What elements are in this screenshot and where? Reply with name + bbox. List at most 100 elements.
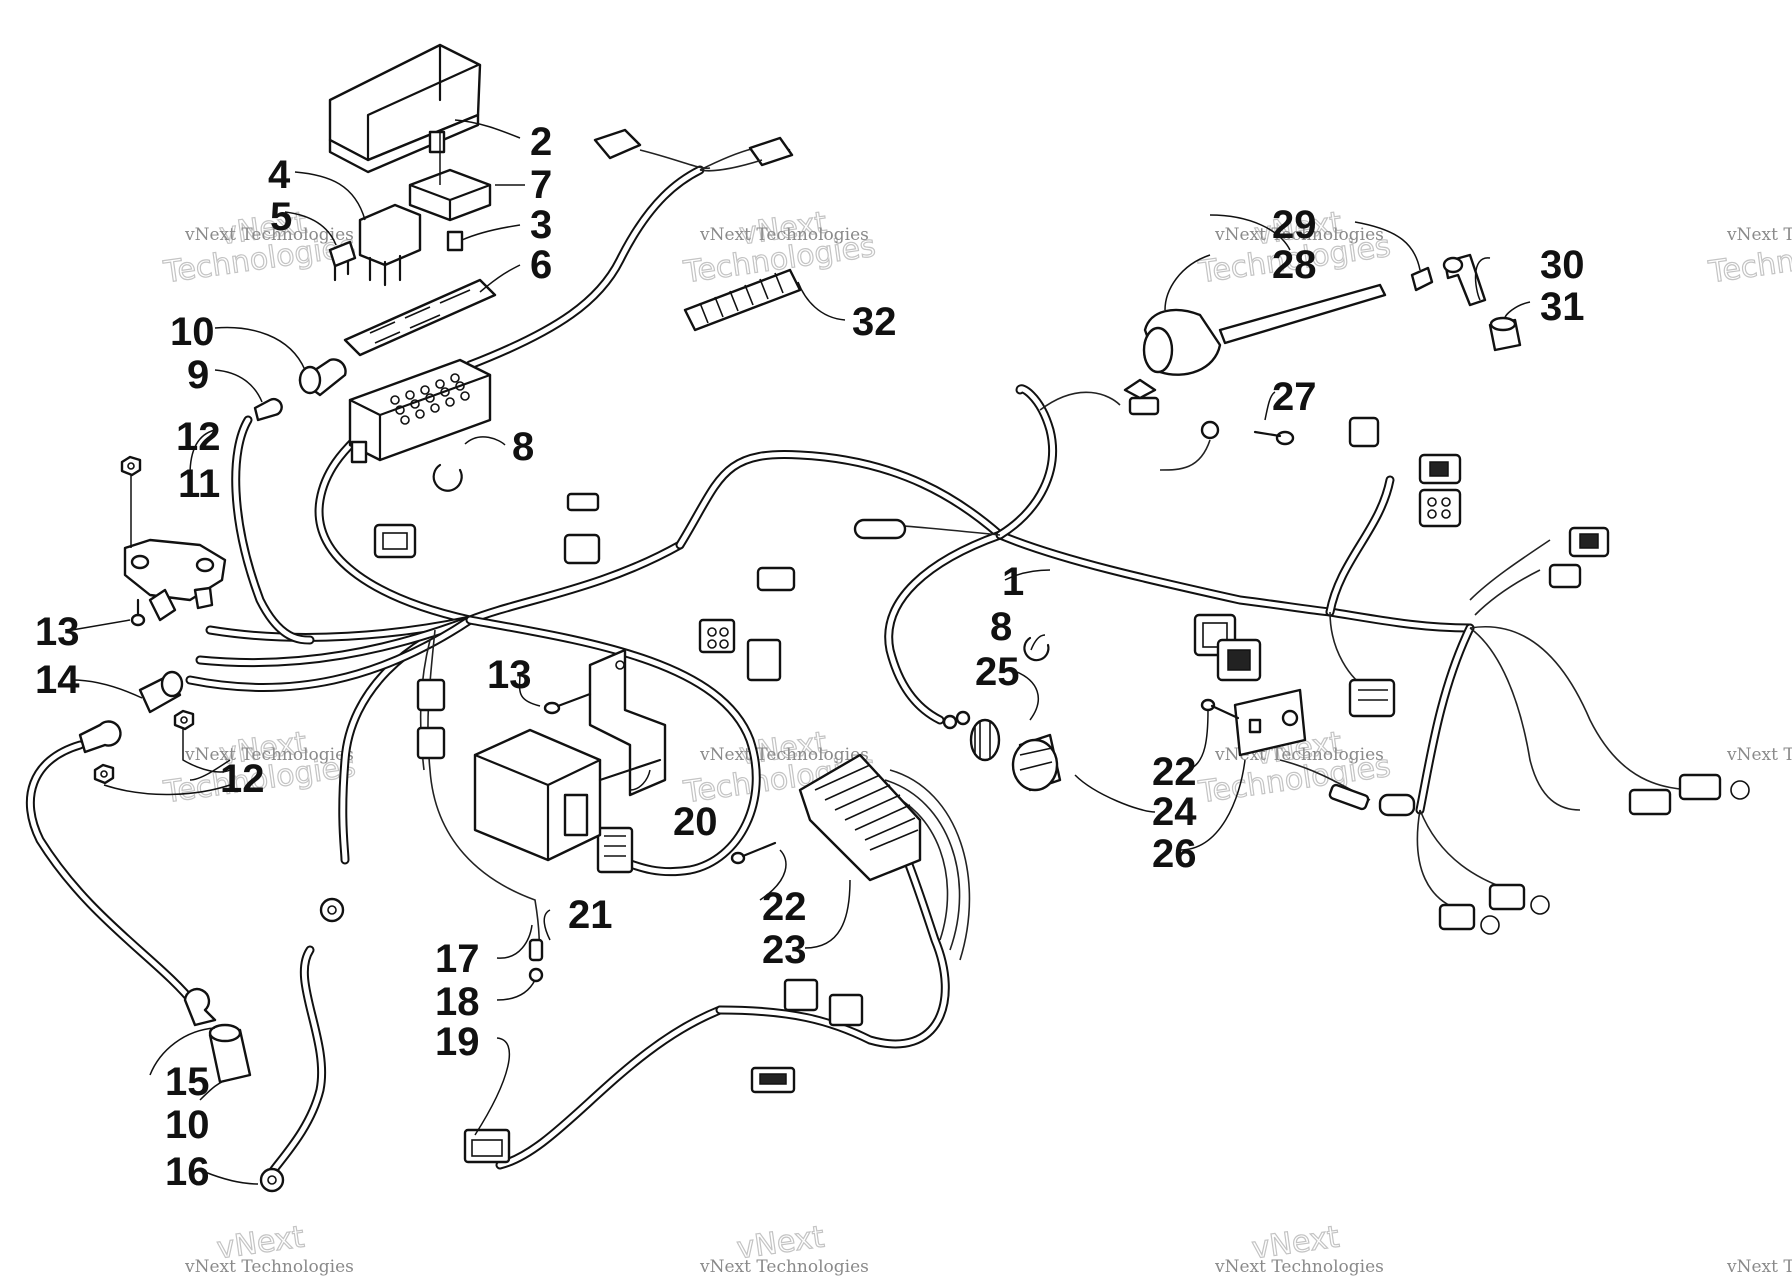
spark-plug-boot xyxy=(1488,316,1522,352)
screw xyxy=(543,692,592,715)
connector xyxy=(416,678,446,712)
callout-12-bottom: 12 xyxy=(220,757,265,801)
hex-nut xyxy=(173,709,195,731)
harness-clip xyxy=(432,463,463,492)
callout-13-left: 13 xyxy=(35,610,80,654)
wire-terminal xyxy=(528,938,544,983)
callout-18: 18 xyxy=(435,980,480,1024)
plug xyxy=(1328,783,1370,811)
watermark-text: vNext Technologies xyxy=(1726,225,1792,245)
mounting-bracket xyxy=(588,648,667,797)
terminal-boot xyxy=(298,358,347,397)
callout-4: 4 xyxy=(268,153,291,197)
connector xyxy=(1628,788,1672,816)
ground-terminal xyxy=(319,897,345,923)
switch-plate xyxy=(1233,688,1307,757)
leader-lines xyxy=(71,119,1531,1185)
callout-8-top: 8 xyxy=(512,425,534,469)
connector xyxy=(1216,638,1262,682)
watermark-text: vNext Technologies xyxy=(184,225,354,245)
callout-5: 5 xyxy=(270,195,292,239)
callout-7: 7 xyxy=(530,163,552,207)
connector xyxy=(1438,903,1500,935)
callout-28: 28 xyxy=(1272,243,1317,287)
connector xyxy=(1418,453,1462,485)
connector xyxy=(750,1066,796,1094)
connector xyxy=(1418,488,1462,528)
battery-terminal-positive xyxy=(78,720,122,754)
connector xyxy=(1348,416,1380,448)
callout-17: 17 xyxy=(435,937,480,981)
harness-branch xyxy=(465,165,705,370)
callout-29: 29 xyxy=(1272,203,1317,247)
hex-nut xyxy=(93,763,115,785)
connector xyxy=(698,618,736,654)
starter-solenoid xyxy=(123,538,227,622)
connector xyxy=(373,523,417,559)
battery-terminal xyxy=(183,987,217,1027)
callout-16: 16 xyxy=(165,1150,210,1194)
callouts: 1 2 3 4 5 6 7 8 8 9 10 10 11 12 12 13 13… xyxy=(35,120,1585,1194)
connector xyxy=(1568,526,1610,558)
screw xyxy=(1253,430,1295,446)
fuse-label-card xyxy=(343,278,497,357)
connector xyxy=(566,492,600,512)
callout-26: 26 xyxy=(1152,832,1197,876)
wire-terminal xyxy=(942,710,971,730)
callout-10-top: 10 xyxy=(170,310,215,354)
watermark-text: vNext Technologies xyxy=(1726,1257,1792,1277)
cdi-module xyxy=(473,728,602,862)
ring-terminal xyxy=(253,397,283,422)
watermark-text: vNext Technologies xyxy=(184,1257,354,1277)
connector xyxy=(828,993,864,1027)
connector xyxy=(1678,773,1750,801)
battery-terminal-negative xyxy=(259,1167,285,1193)
callout-22-center: 22 xyxy=(762,885,807,929)
watermark-text: vNext Technologies xyxy=(699,745,869,765)
callout-25: 25 xyxy=(975,650,1020,694)
accessory-switch xyxy=(1011,733,1062,792)
spark-plug-seal xyxy=(1410,266,1434,292)
harness-branch xyxy=(995,530,1335,617)
ignition-coil xyxy=(1123,283,1387,440)
callout-9: 9 xyxy=(187,353,209,397)
callout-1: 1 xyxy=(1002,560,1024,604)
connector xyxy=(756,566,796,592)
screw xyxy=(730,841,777,865)
watermark-text: vNext Technologies xyxy=(699,1257,869,1277)
callout-6: 6 xyxy=(530,243,552,287)
connector xyxy=(596,826,634,874)
callout-12-top: 12 xyxy=(176,415,221,459)
terminal-boot xyxy=(138,670,184,714)
callout-24: 24 xyxy=(1152,790,1197,834)
callout-10-bottom: 10 xyxy=(165,1103,210,1147)
callout-3: 3 xyxy=(530,203,552,247)
connector xyxy=(1548,563,1582,589)
voltage-regulator xyxy=(798,753,922,882)
hex-nut xyxy=(120,455,142,477)
loom-tube xyxy=(683,268,802,332)
callout-11: 11 xyxy=(178,462,220,506)
harness-branch xyxy=(495,1005,725,1170)
callout-8-right: 8 xyxy=(990,605,1012,649)
connector xyxy=(463,1128,511,1164)
callout-13-right: 13 xyxy=(487,653,532,697)
callout-14: 14 xyxy=(35,658,80,702)
callout-32: 32 xyxy=(852,300,897,344)
connector xyxy=(563,533,601,565)
watermark-text: vNext Technologies xyxy=(1214,225,1384,245)
connector xyxy=(1488,883,1550,915)
callout-19: 19 xyxy=(435,1020,480,1064)
callout-20: 20 xyxy=(673,800,718,844)
connector xyxy=(1378,793,1416,817)
fuse-blade xyxy=(446,230,464,252)
callout-2: 2 xyxy=(530,120,552,164)
connector xyxy=(783,978,819,1012)
connector xyxy=(746,638,782,682)
fuse-box-base xyxy=(348,358,492,464)
harness-clip xyxy=(1023,636,1050,662)
connector xyxy=(853,518,907,540)
callout-31: 31 xyxy=(1540,285,1585,329)
main-harness xyxy=(25,165,1475,1180)
